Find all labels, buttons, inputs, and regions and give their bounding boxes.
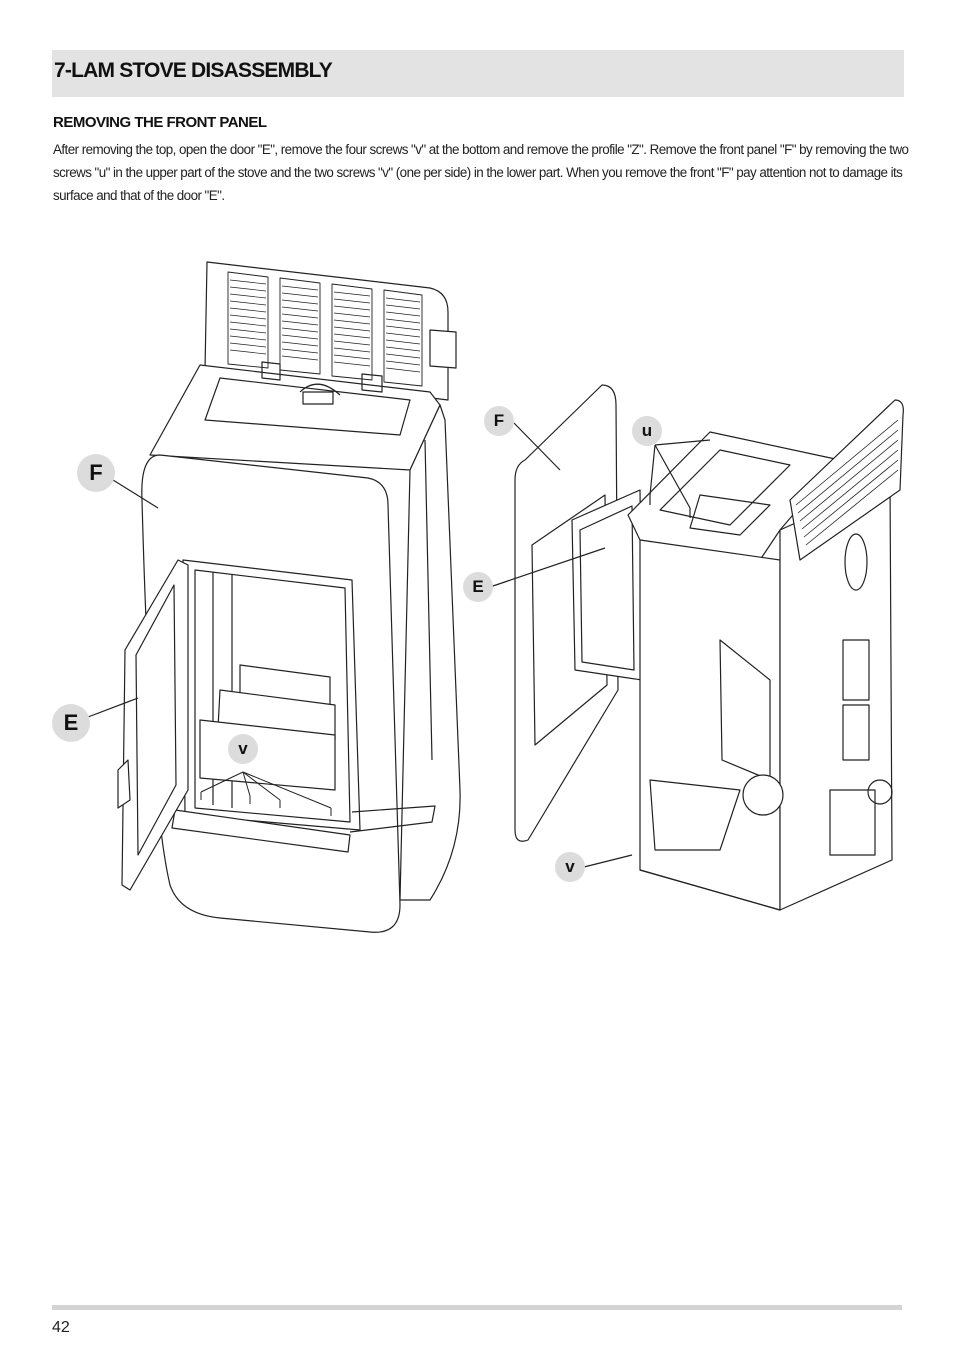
callout-v-right: v	[555, 852, 585, 882]
callout-f-right: F	[484, 406, 514, 436]
section-title-bar: 7-LAM STOVE DISASSEMBLY	[52, 50, 904, 97]
instruction-paragraph: After removing the top, open the door "E…	[53, 142, 909, 203]
footer-rule	[52, 1305, 902, 1310]
section-subtitle: REMOVING THE FRONT PANEL	[53, 114, 267, 131]
stove-disassembly-figure: F E v F u E v	[0, 240, 954, 960]
callout-e-left: E	[52, 704, 90, 742]
stove-drawing	[87, 261, 904, 933]
page-number: 42	[52, 1319, 70, 1336]
callout-u-right: u	[632, 416, 662, 446]
callout-v-left: v	[228, 734, 258, 764]
callout-f-left: F	[77, 454, 115, 492]
callout-e-right: E	[463, 572, 493, 602]
grille-slats	[229, 279, 421, 373]
page-title: 7-LAM STOVE DISASSEMBLY	[54, 59, 333, 82]
